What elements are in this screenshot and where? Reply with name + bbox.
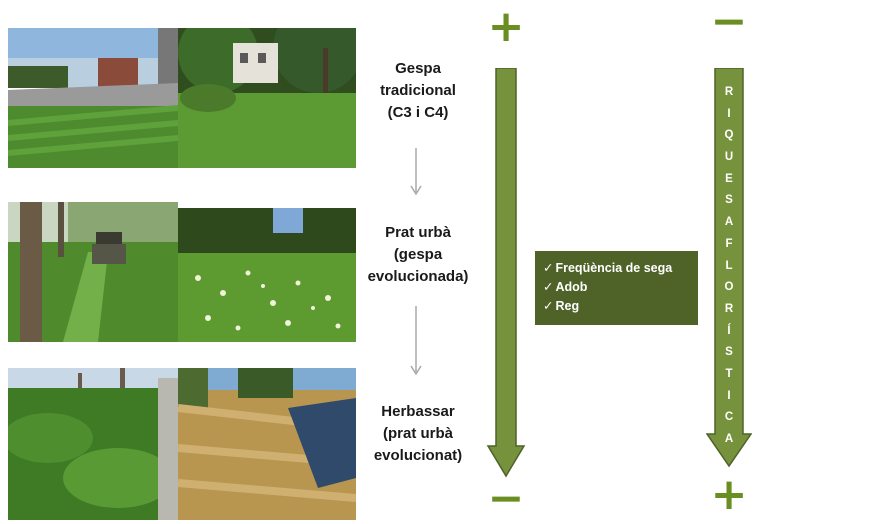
vertical-letter: R bbox=[724, 302, 734, 315]
plus-sign-top-left: + bbox=[487, 1, 525, 52]
vertical-letter: R bbox=[724, 86, 734, 98]
transition-arrow-2 bbox=[410, 306, 422, 376]
stage-label-line: tradicional bbox=[380, 82, 456, 99]
stage-label-line: evolucionat) bbox=[373, 447, 463, 464]
vertical-letter: O bbox=[724, 281, 734, 294]
vertical-letter: I bbox=[727, 107, 731, 120]
vertical-letter: S bbox=[725, 346, 733, 359]
practice-item: ✓Reg bbox=[543, 297, 690, 316]
photo-urban-meadow-flowers bbox=[178, 208, 356, 342]
management-practices-box: ✓Freqüència de sega ✓Adob ✓Reg bbox=[535, 251, 698, 325]
vertical-letter: T bbox=[725, 367, 733, 380]
floristic-richness-arrow bbox=[706, 68, 752, 468]
stage-label-line: (C3 i C4) bbox=[387, 104, 449, 121]
practice-label: Adob bbox=[555, 280, 588, 294]
minus-sign-top-right: − bbox=[710, 0, 748, 47]
photo-traditional-lawn-garden bbox=[178, 28, 356, 168]
practice-item: ✓Adob bbox=[543, 278, 690, 297]
stage-label-line: Gespa bbox=[395, 60, 441, 77]
management-intensity-arrow bbox=[486, 68, 526, 478]
checkmark-icon: ✓ bbox=[543, 261, 554, 275]
stage-label-line: (prat urbà bbox=[382, 425, 453, 442]
minus-sign-bottom-left: − bbox=[487, 473, 525, 524]
vertical-letter: U bbox=[724, 151, 734, 164]
vertical-letter: S bbox=[725, 194, 733, 207]
vertical-letter: F bbox=[725, 237, 733, 250]
vertical-letter: A bbox=[724, 433, 734, 445]
checkmark-icon: ✓ bbox=[543, 299, 554, 313]
stage-label-line: evolucionada) bbox=[367, 268, 469, 285]
vertical-letter: Q bbox=[724, 129, 734, 142]
floristic-richness-label: R I Q U E S A F L O R Í S T I C A bbox=[715, 82, 743, 451]
photo-urban-meadow-mowing bbox=[8, 202, 178, 342]
practice-label: Reg bbox=[555, 299, 580, 313]
checkmark-icon: ✓ bbox=[543, 280, 554, 294]
practice-label: Freqüència de sega bbox=[555, 261, 673, 275]
vertical-letter: E bbox=[725, 172, 733, 185]
plus-sign-bottom-right: + bbox=[710, 469, 748, 520]
stage-label-grassland: Herbassar (prat urbà evolucionat) bbox=[358, 401, 478, 467]
photo-grassland-green bbox=[8, 368, 178, 520]
photo-traditional-lawn-street bbox=[8, 28, 178, 168]
stage-label-traditional-lawn: Gespa tradicional (C3 i C4) bbox=[358, 58, 478, 124]
vertical-letter: Í bbox=[727, 324, 731, 337]
vertical-letter: C bbox=[724, 411, 734, 424]
stage-label-urban-meadow: Prat urbà (gespa evolucionada) bbox=[358, 222, 478, 288]
stage-label-line: Herbassar bbox=[381, 403, 455, 420]
vertical-letter: L bbox=[725, 259, 733, 272]
vertical-letter: A bbox=[724, 216, 734, 229]
stage-label-line: Prat urbà bbox=[385, 224, 451, 241]
practice-item: ✓Freqüència de sega bbox=[543, 259, 690, 278]
photo-grassland-dry bbox=[178, 368, 356, 520]
transition-arrow-1 bbox=[410, 148, 422, 196]
vertical-letter: I bbox=[727, 389, 731, 402]
stage-label-line: (gespa bbox=[393, 246, 443, 263]
